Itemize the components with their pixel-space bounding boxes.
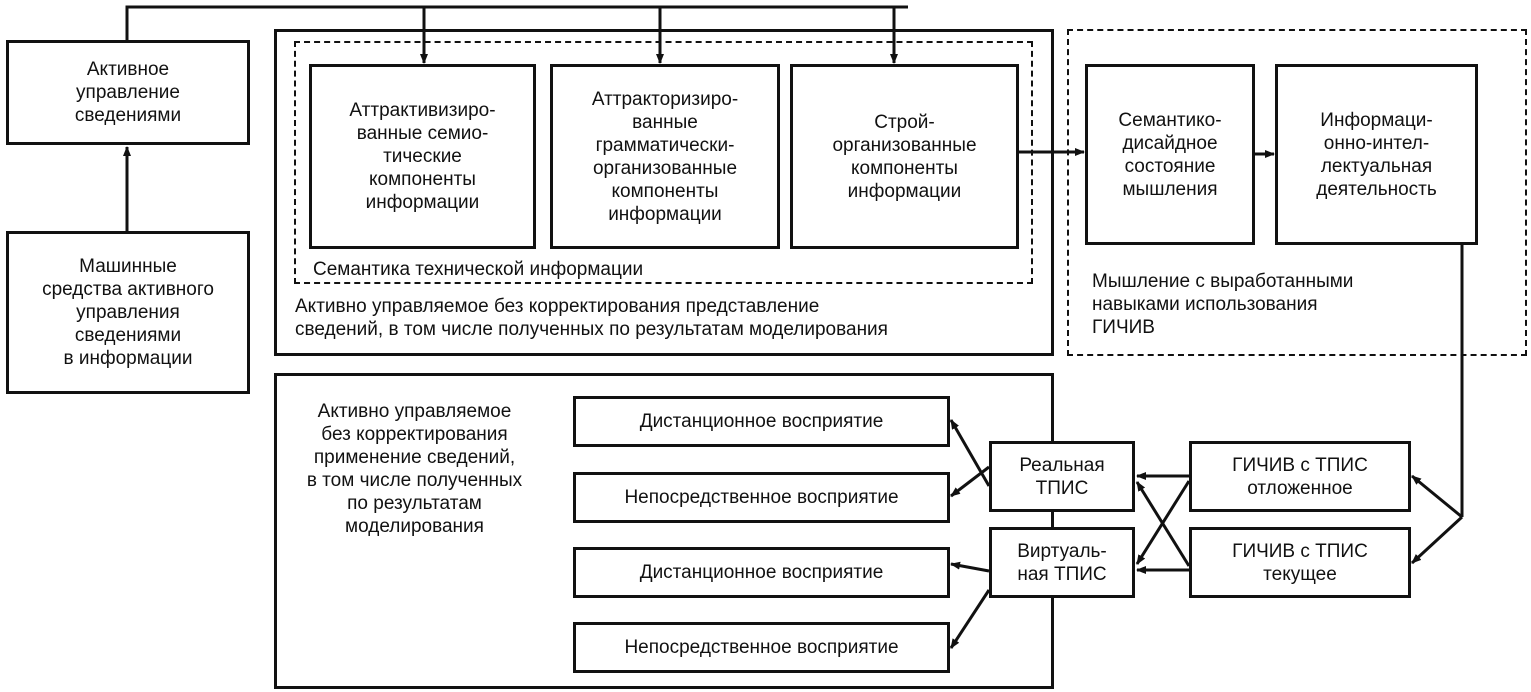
thinking-frame <box>1067 29 1527 356</box>
intellectual-activity-box: Информаци- онно-интел- лектуальная деяте… <box>1275 64 1478 245</box>
representation-label: Активно управляемое без корректирования … <box>295 296 888 340</box>
structural-components-box: Строй- организованные компоненты информа… <box>790 64 1019 249</box>
active-control-box: Активное управление сведениями <box>6 40 250 145</box>
arrow-current-to-real <box>1135 481 1191 567</box>
machine-means-box: Машинные средства активного управления с… <box>6 231 250 394</box>
semantic-state-box: Семантико- дисайдное состояние мышления <box>1085 64 1255 245</box>
arrow-to-gichiv-current <box>1410 515 1464 565</box>
remote-perception-box-2: Дистанционное восприятие <box>573 547 950 598</box>
gichiv-current-box: ГИЧИВ с ТПИС текущее <box>1189 527 1411 598</box>
remote-perception-box-1: Дистанционное восприятие <box>573 396 950 447</box>
grammatical-components-box: Аттракторизиро- ванные грамматически- ор… <box>550 64 780 249</box>
real-tpis-box: Реальная ТПИС <box>989 441 1135 512</box>
gichiv-deferred-box: ГИЧИВ с ТПИС отложенное <box>1189 441 1411 512</box>
semantics-frame <box>294 41 1033 284</box>
arrow-deferred-to-virtual <box>1135 480 1191 565</box>
thinking-label: Мышление с выработанными навыками исполь… <box>1092 271 1354 338</box>
application-label: Активно управляемое без корректирования … <box>306 401 523 537</box>
semiotic-components-box: Аттрактивизиро- ванные семио- тические к… <box>309 64 536 249</box>
direct-perception-box-1: Непосредственное восприятие <box>573 472 950 523</box>
arrow-to-gichiv-deferred <box>1411 474 1463 519</box>
semantics-label: Семантика технической информации <box>313 259 644 280</box>
direct-perception-box-2: Непосредственное восприятие <box>573 622 950 673</box>
virtual-tpis-box: Виртуаль- ная ТПИС <box>989 527 1135 598</box>
